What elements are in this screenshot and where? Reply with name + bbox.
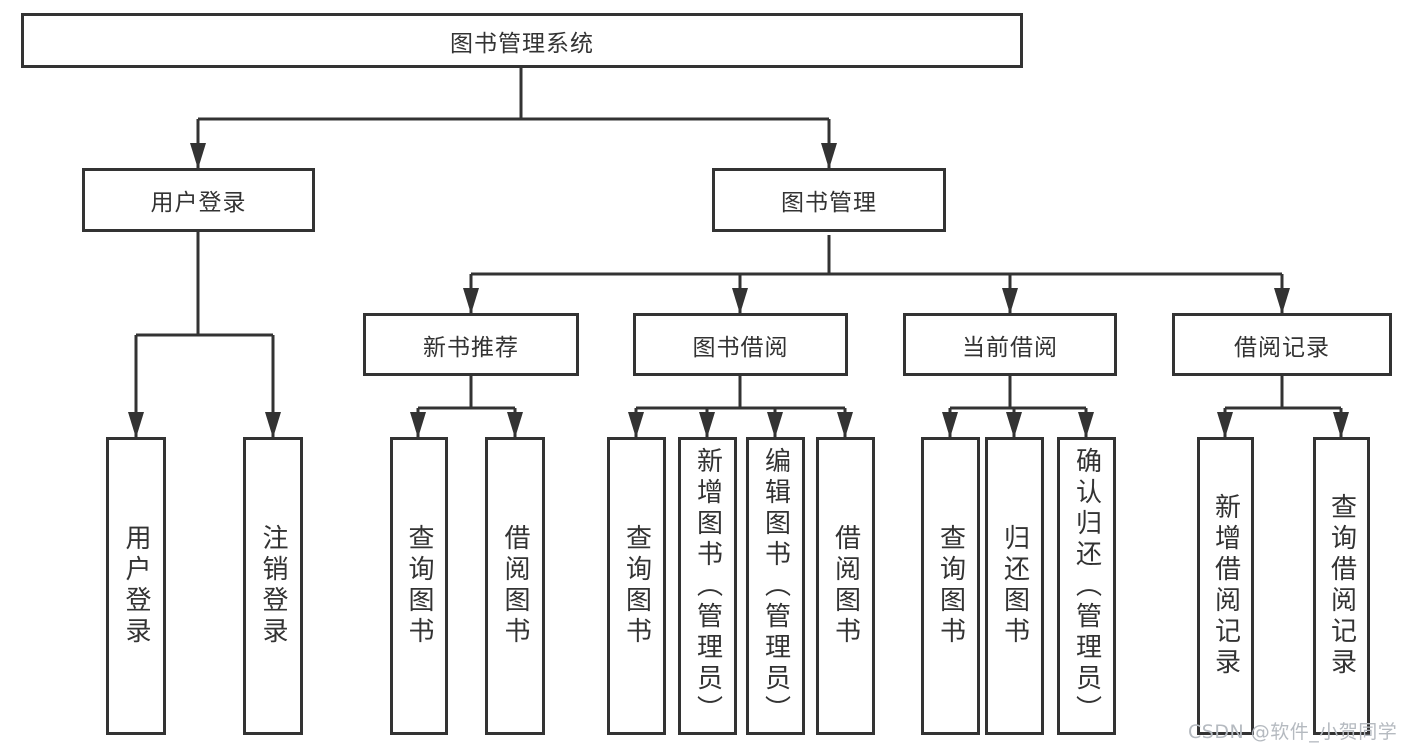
leaf-return-book-label: 归还图书: [999, 524, 1030, 648]
leaf-add-book-admin-label: 新增图书（管理员）: [692, 446, 723, 726]
leaf-query-book-current-label: 查询图书: [935, 524, 966, 648]
leaf-add-borrow-record-label: 新增借阅记录: [1210, 493, 1241, 679]
leaf-logout: 注销登录: [243, 437, 303, 735]
leaf-borrow-book-label: 借阅图书: [830, 524, 861, 648]
leaf-query-book-borrowing-label: 查询图书: [621, 524, 652, 648]
leaf-edit-book-admin-label: 编辑图书（管理员）: [760, 446, 791, 726]
node-current-borrowing-label: 当前借阅: [962, 334, 1058, 361]
leaf-borrow-book-recommend-label: 借阅图书: [500, 524, 530, 648]
node-book-borrowing: 图书借阅: [633, 313, 848, 376]
leaf-add-borrow-record: 新增借阅记录: [1197, 437, 1254, 735]
leaf-edit-book-admin: 编辑图书（管理员）: [746, 437, 805, 735]
node-borrowing-records: 借阅记录: [1172, 313, 1392, 376]
leaf-query-book-borrowing: 查询图书: [607, 437, 666, 735]
node-new-book-recommend-label: 新书推荐: [423, 334, 519, 361]
leaf-add-book-admin: 新增图书（管理员）: [678, 437, 737, 735]
node-book-management-label: 图书管理: [781, 190, 877, 216]
node-library-system: 图书管理系统: [21, 13, 1023, 68]
node-user-login-label: 用户登录: [150, 190, 247, 216]
leaf-user-login-label: 用户登录: [121, 524, 151, 648]
node-new-book-recommend: 新书推荐: [363, 313, 579, 376]
leaf-logout-label: 注销登录: [258, 524, 288, 648]
leaf-confirm-return-admin: 确认归还（管理员）: [1057, 437, 1116, 735]
node-library-system-label: 图书管理系统: [450, 30, 594, 57]
leaf-return-book: 归还图书: [985, 437, 1044, 735]
watermark: CSDN @软件_小贺同学: [1188, 721, 1398, 743]
node-book-borrowing-label: 图书借阅: [692, 334, 789, 361]
node-borrowing-records-label: 借阅记录: [1234, 334, 1330, 361]
leaf-query-borrow-record: 查询借阅记录: [1313, 437, 1370, 735]
wire-group: [128, 68, 1349, 438]
leaf-query-book-current: 查询图书: [921, 437, 980, 735]
leaf-user-login: 用户登录: [106, 437, 166, 735]
leaf-query-book-recommend: 查询图书: [390, 437, 448, 735]
node-user-login: 用户登录: [82, 168, 315, 232]
leaf-query-borrow-record-label: 查询借阅记录: [1326, 493, 1357, 679]
leaf-borrow-book-recommend: 借阅图书: [485, 437, 545, 735]
leaf-borrow-book: 借阅图书: [816, 437, 875, 735]
leaf-confirm-return-admin-label: 确认归还（管理员）: [1071, 446, 1102, 726]
node-book-management: 图书管理: [712, 168, 946, 232]
node-current-borrowing: 当前借阅: [903, 313, 1117, 376]
leaf-query-book-recommend-label: 查询图书: [404, 524, 434, 648]
